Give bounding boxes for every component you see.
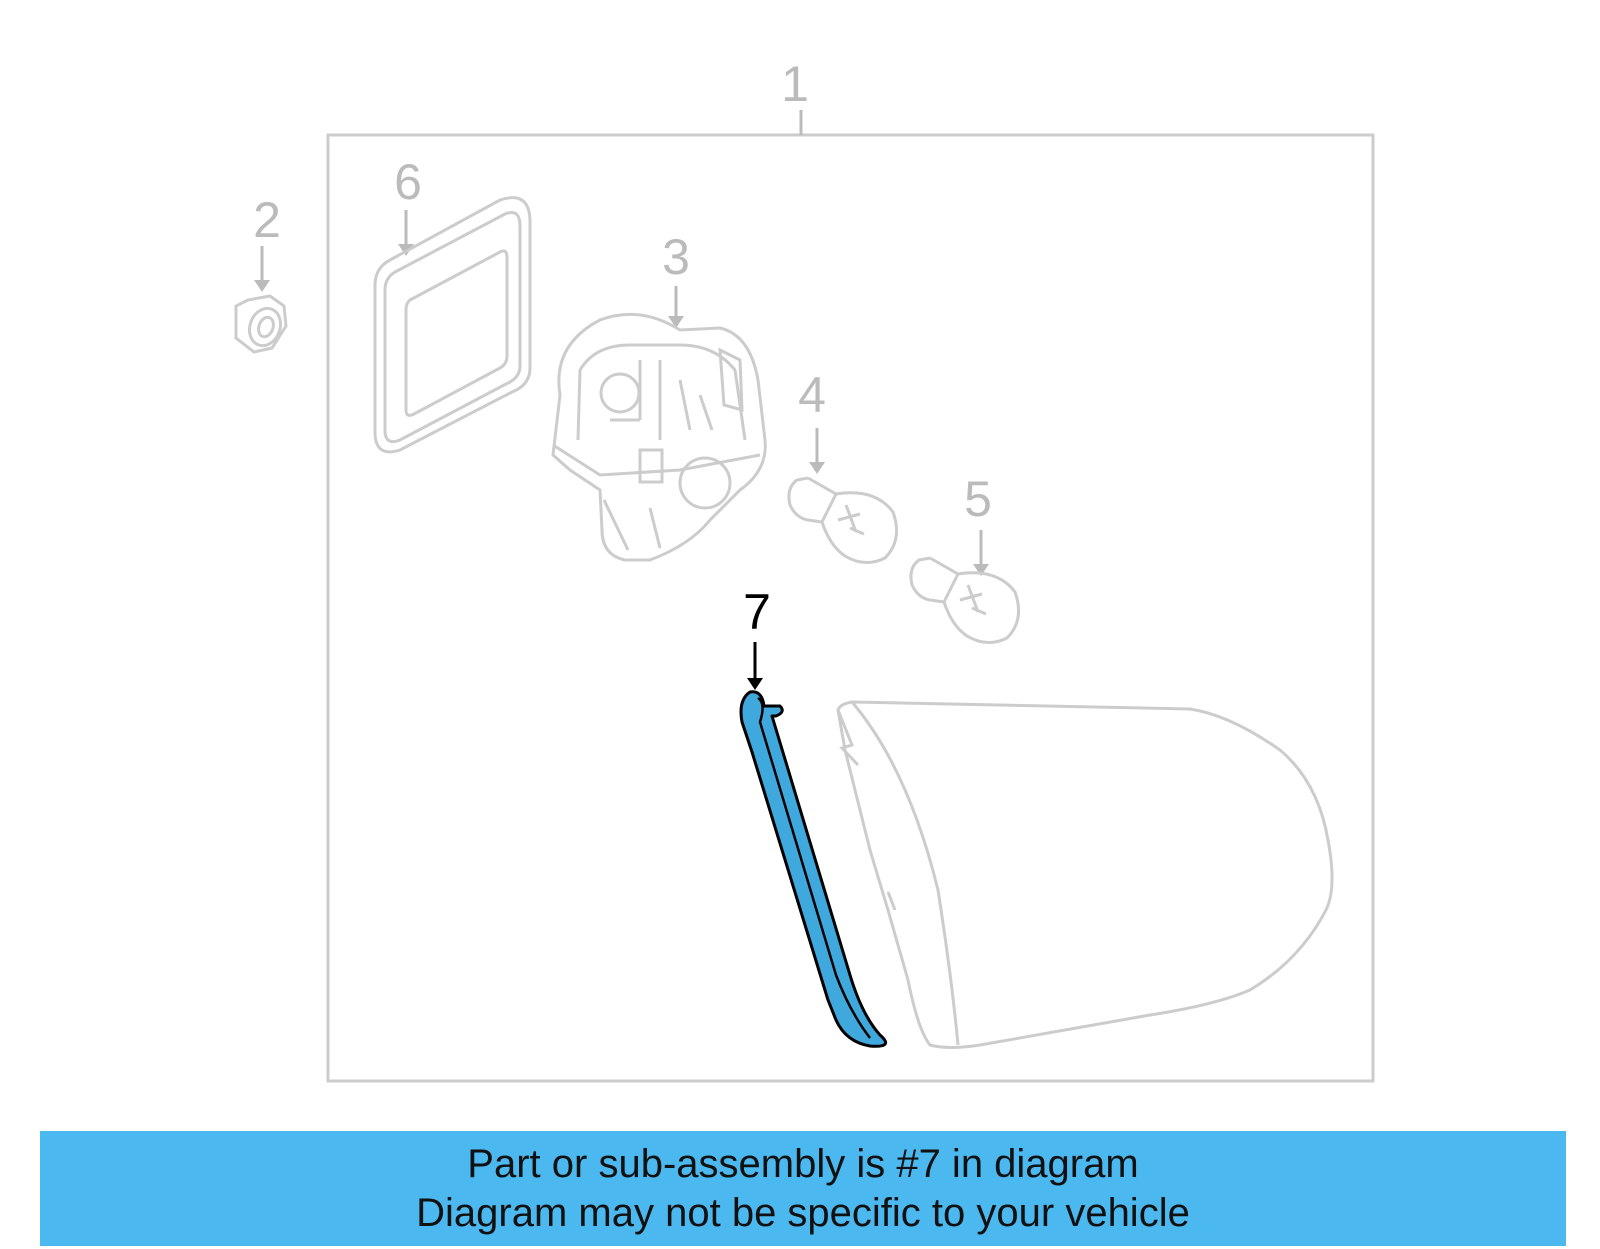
callout-7[interactable]: 7	[743, 584, 771, 690]
part-7-seal-strip[interactable]	[739, 690, 888, 1048]
callout-2[interactable]: 2	[253, 192, 281, 292]
callout-3[interactable]: 3	[662, 229, 690, 328]
part-3-socket-housing[interactable]	[551, 312, 767, 562]
part-7-outer	[739, 690, 888, 1048]
part-6-gasket[interactable]	[373, 196, 532, 454]
part-5-bulb[interactable]	[909, 556, 1021, 644]
info-banner: Part or sub-assembly is #7 in diagram Di…	[40, 1131, 1566, 1246]
callout-1-label: 1	[781, 56, 809, 112]
callout-4-arrowhead	[809, 462, 825, 474]
tail-lamp-lens	[836, 700, 1334, 1049]
callout-5-label: 5	[964, 471, 992, 527]
callout-6[interactable]: 6	[394, 154, 422, 256]
callout-3-label: 3	[662, 229, 690, 285]
callout-5-arrowhead	[973, 564, 989, 576]
banner-line-disclaimer: Diagram may not be specific to your vehi…	[416, 1190, 1190, 1235]
part-7-inner-edge	[757, 696, 871, 1039]
part-4-bulb[interactable]	[787, 476, 899, 564]
callout-5[interactable]: 5	[964, 471, 992, 576]
callout-3-arrowhead	[668, 316, 684, 328]
callout-4-label: 4	[798, 367, 826, 423]
callout-2-arrowhead	[254, 280, 270, 292]
callout-1[interactable]: 1	[781, 56, 809, 135]
callout-7-label: 7	[743, 584, 771, 640]
banner-line-part-number: Part or sub-assembly is #7 in diagram	[467, 1141, 1139, 1186]
callout-4[interactable]: 4	[798, 367, 826, 474]
callout-7-arrowhead	[747, 678, 763, 690]
part-2-nut[interactable]	[234, 294, 288, 354]
callout-2-label: 2	[253, 192, 281, 248]
assembly-frame	[326, 133, 1375, 1083]
callout-6-label: 6	[394, 154, 422, 210]
